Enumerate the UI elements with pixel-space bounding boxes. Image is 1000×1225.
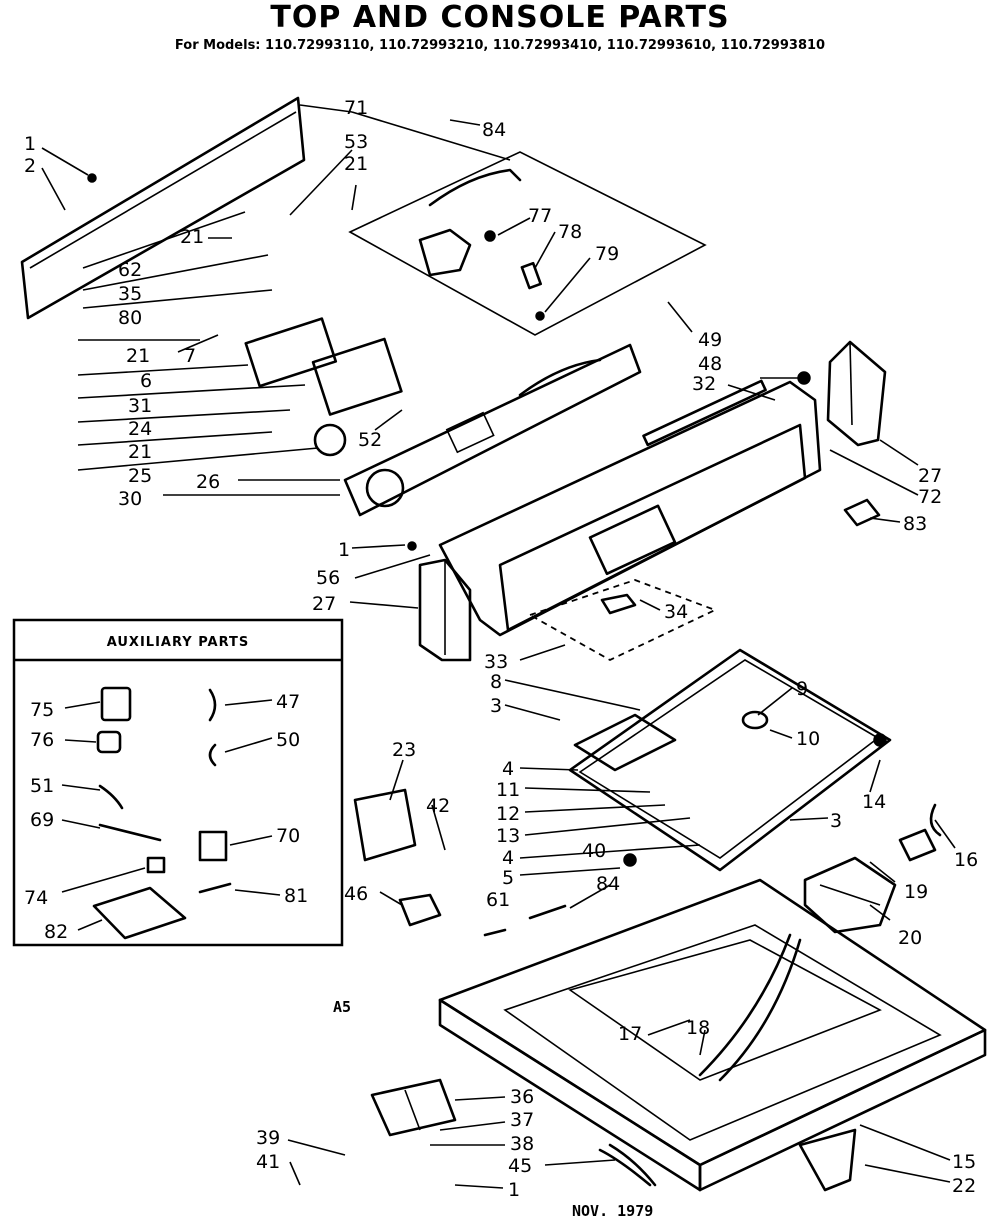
callout-72: 72 (918, 486, 942, 508)
callout-19: 19 (904, 881, 928, 903)
callout-37: 37 (510, 1109, 534, 1131)
callout-8: 8 (490, 671, 502, 693)
callout-23: 23 (392, 739, 416, 761)
callout-27: 27 (312, 593, 336, 615)
callout-52: 52 (358, 429, 382, 451)
callout-84: 84 (482, 119, 506, 141)
callout-21: 21 (128, 441, 152, 463)
callout-12: 12 (496, 803, 520, 825)
callout-39: 39 (256, 1127, 280, 1149)
callout-10: 10 (796, 728, 820, 750)
callout-80: 80 (118, 307, 142, 329)
callout-21: 21 (126, 345, 150, 367)
callout-7: 7 (184, 345, 196, 367)
callout-81: 81 (284, 885, 308, 907)
callout-38: 38 (510, 1133, 534, 1155)
callout-26: 26 (196, 471, 220, 493)
callout-78: 78 (558, 221, 582, 243)
callout-48: 48 (698, 353, 722, 375)
callout-50: 50 (276, 729, 300, 751)
callout-35: 35 (118, 283, 142, 305)
callout-83: 83 (903, 513, 927, 535)
aux-parts-title: AUXILIARY PARTS (107, 635, 250, 650)
callout-13: 13 (496, 825, 520, 847)
callout-1: 1 (508, 1179, 520, 1201)
callout-76: 76 (30, 729, 54, 751)
callout-45: 45 (508, 1155, 532, 1177)
callout-49: 49 (698, 329, 722, 351)
callout-22: 22 (952, 1175, 976, 1197)
callout-16: 16 (954, 849, 978, 871)
callout-84: 84 (596, 873, 620, 895)
callout-56: 56 (316, 567, 340, 589)
callout-5: 5 (502, 867, 514, 889)
console (438, 379, 822, 637)
callout-74: 74 (24, 887, 48, 909)
callout-69: 69 (30, 809, 54, 831)
callout-20: 20 (898, 927, 922, 949)
timer-switch-assembly (244, 317, 642, 517)
note-a5: A5 (333, 998, 352, 1016)
callout-30: 30 (118, 488, 142, 510)
callout-62: 62 (118, 259, 142, 281)
diagram-title: TOP AND CONSOLE PARTS (270, 0, 730, 35)
callout-9: 9 (796, 678, 808, 700)
callout-15: 15 (952, 1151, 976, 1173)
callout-24: 24 (128, 418, 152, 440)
callout-61: 61 (486, 889, 510, 911)
timer-group-top (348, 151, 707, 336)
rear-panel (20, 96, 306, 320)
leader-lines (41, 104, 956, 1189)
callout-46: 46 (344, 883, 368, 905)
callout-34: 34 (664, 601, 688, 623)
callout-21: 21 (344, 153, 368, 175)
lid (568, 648, 892, 872)
callout-3: 3 (490, 695, 502, 717)
end-cap-left (418, 558, 472, 662)
date-stamp: NOV. 1979 (572, 1202, 654, 1220)
callout-6: 6 (140, 370, 152, 392)
callout-47: 47 (276, 691, 300, 713)
callout-75: 75 (30, 699, 54, 721)
callout-70: 70 (276, 825, 300, 847)
callout-27: 27 (918, 465, 942, 487)
auxiliary-parts-box: AUXILIARY PARTS (12, 618, 344, 947)
callout-79: 79 (595, 243, 619, 265)
callout-2: 2 (24, 155, 36, 177)
callout-21: 21 (180, 226, 204, 248)
callout-41: 41 (256, 1151, 280, 1173)
callout-1: 1 (24, 133, 36, 155)
callout-4: 4 (502, 758, 514, 780)
callout-71: 71 (344, 97, 368, 119)
callout-labels: 1 2 71 84 53 21 77 78 79 62 21 35 80 21 … (24, 97, 978, 1201)
callout-42: 42 (426, 795, 450, 817)
callout-1: 1 (338, 539, 350, 561)
callout-18: 18 (686, 1017, 710, 1039)
end-cap-right (826, 340, 887, 447)
models-line: For Models: 110.72993110, 110.72993210, … (174, 38, 826, 53)
callout-77: 77 (528, 205, 552, 227)
callout-25: 25 (128, 465, 152, 487)
callout-33: 33 (484, 651, 508, 673)
callout-31: 31 (128, 395, 152, 417)
callout-14: 14 (862, 791, 886, 813)
callout-11: 11 (496, 779, 520, 801)
callout-4: 4 (502, 847, 514, 869)
top-cover (438, 878, 987, 1192)
callout-3: 3 (830, 810, 842, 832)
callout-36: 36 (510, 1086, 534, 1108)
callout-82: 82 (44, 921, 68, 943)
callout-40: 40 (582, 840, 606, 862)
callout-53: 53 (344, 131, 368, 153)
callout-32: 32 (692, 373, 716, 395)
callout-51: 51 (30, 775, 54, 797)
callout-17: 17 (618, 1023, 642, 1045)
